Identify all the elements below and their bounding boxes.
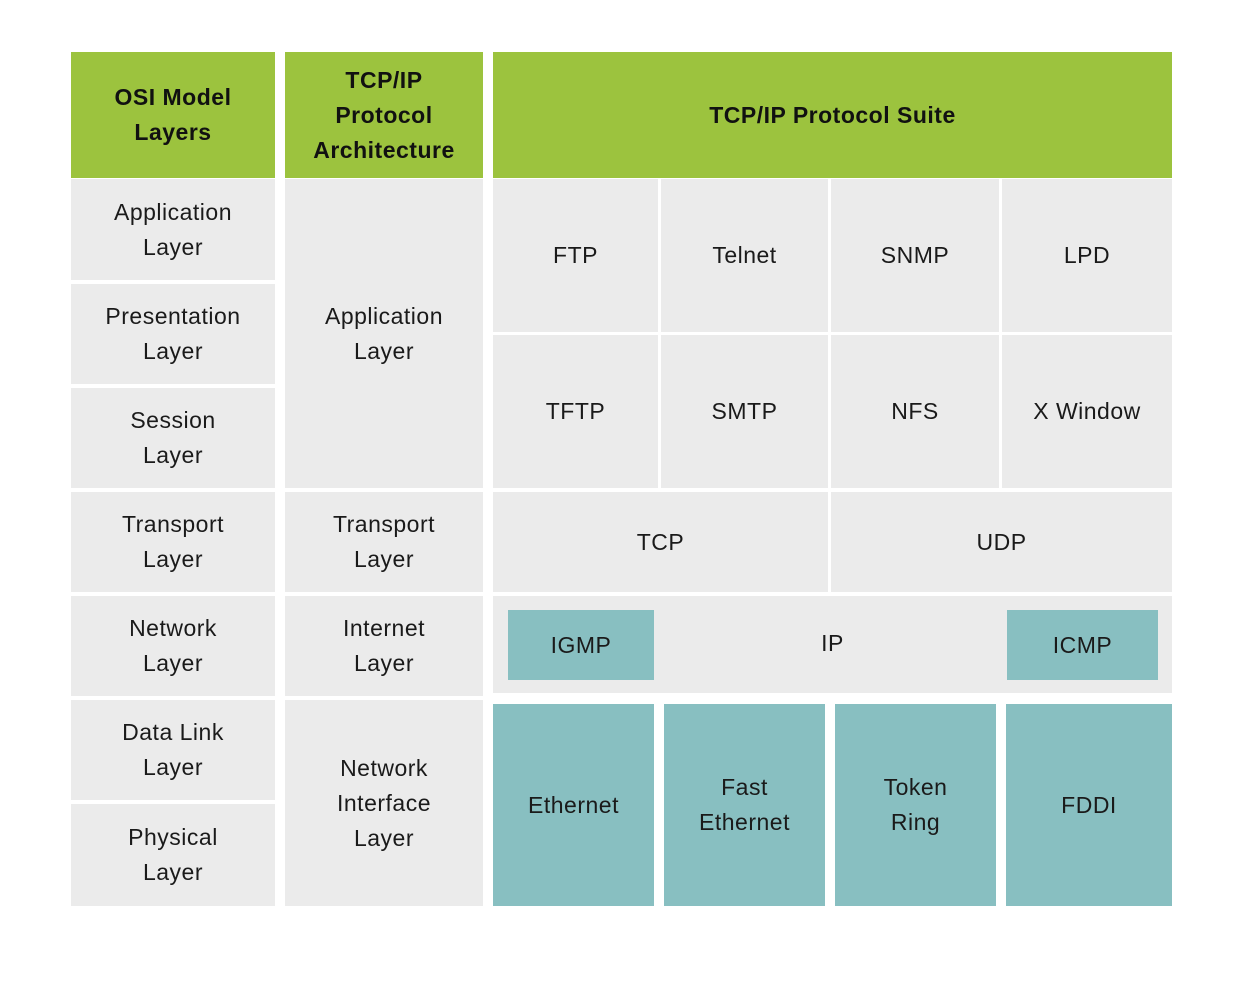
tcpip-transport-layer: Transport Layer: [285, 492, 483, 592]
osi-application-layer: Application Layer: [71, 179, 275, 280]
protocol-tcp: TCP: [493, 492, 828, 592]
tcpip-network-interface-layer: Network Interface Layer: [285, 700, 483, 906]
protocol-telnet: Telnet: [661, 179, 828, 332]
tcpip-suite-header: TCP/IP Protocol Suite: [493, 52, 1172, 178]
tcpip-internet-layer: Internet Layer: [285, 596, 483, 696]
protocol-fast-ethernet: Fast Ethernet: [664, 704, 825, 906]
protocol-token-ring: Token Ring: [835, 704, 996, 906]
osi-network-layer: Network Layer: [71, 596, 275, 696]
osi-data-link-layer: Data Link Layer: [71, 700, 275, 800]
tcpip-application-layer: Application Layer: [285, 179, 483, 488]
protocol-igmp: IGMP: [508, 610, 654, 680]
osi-model-header: OSI Model Layers: [71, 52, 275, 178]
protocol-lpd: LPD: [1002, 179, 1172, 332]
osi-session-layer: Session Layer: [71, 388, 275, 488]
protocol-x-window: X Window: [1002, 335, 1172, 488]
protocol-smtp: SMTP: [661, 335, 828, 488]
protocol-ftp: FTP: [493, 179, 658, 332]
protocol-fddi: FDDI: [1006, 704, 1172, 906]
protocol-ethernet: Ethernet: [493, 704, 654, 906]
osi-presentation-layer: Presentation Layer: [71, 284, 275, 384]
protocol-ip: IP: [821, 630, 844, 656]
protocol-icmp: ICMP: [1007, 610, 1158, 680]
osi-physical-layer: Physical Layer: [71, 804, 275, 906]
protocol-snmp: SNMP: [831, 179, 999, 332]
protocol-tftp: TFTP: [493, 335, 658, 488]
osi-transport-layer: Transport Layer: [71, 492, 275, 592]
protocol-nfs: NFS: [831, 335, 999, 488]
protocol-udp: UDP: [831, 492, 1172, 592]
tcpip-architecture-header: TCP/IP Protocol Architecture: [285, 52, 483, 178]
